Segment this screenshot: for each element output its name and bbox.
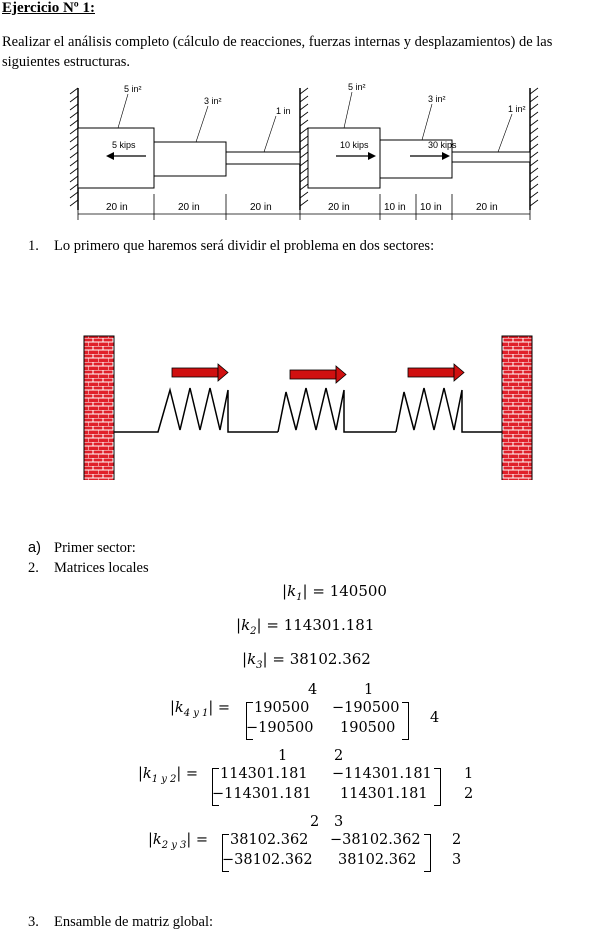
left-wall-hatch: [69, 87, 79, 210]
force-arrow: [289, 365, 347, 384]
load-label: 30 kips: [428, 140, 457, 150]
area-label: 1 in: [276, 106, 291, 116]
bar-segment: [379, 139, 453, 179]
area-label: 1 in²: [508, 104, 526, 114]
dimension-label: 20 in: [328, 202, 350, 213]
area-label: 5 in²: [124, 84, 142, 94]
bar-segment: [451, 151, 531, 163]
bar-segment: [153, 141, 227, 177]
load-label: 5 kips: [112, 140, 136, 150]
area-label: 3 in²: [428, 94, 446, 104]
area-label: 5 in²: [348, 82, 366, 92]
dimension-label: 20 in: [178, 202, 200, 213]
bar-structures-figure: 5 in² 3 in² 1 in 5 in² 3 in² 1 in² 5 kip…: [69, 82, 539, 220]
k2-equation: |k2| = 114301.181: [236, 616, 375, 637]
dimension-label: 20 in: [106, 202, 128, 213]
bar-segment: [225, 151, 301, 165]
spring-model-figure: [83, 335, 533, 480]
exercise-title: Ejercicio Nº 1:: [2, 0, 95, 16]
right-wall-hatch: [529, 87, 539, 210]
step-3: 3.Ensamble de matriz global:: [28, 914, 214, 930]
spring-2: [277, 387, 396, 433]
dimension-label: 20 in: [250, 202, 272, 213]
matrix-k4y1: 4 1 |k4 y 1| = 190500 −190500 −190500 19…: [168, 682, 448, 742]
step-1: 1.Lo primero que haremos será dividir el…: [28, 238, 435, 254]
dimension-label: 20 in: [476, 202, 498, 213]
area-label: 3 in²: [204, 96, 222, 106]
load-label: 10 kips: [340, 140, 369, 150]
spring-3: [395, 387, 502, 433]
intro-paragraph: Realizar el análisis completo (cálculo d…: [2, 34, 553, 70]
k3-equation: |k3| = 38102.362: [242, 650, 371, 671]
left-brick-wall: [83, 335, 115, 480]
step-a: a)Primer sector:: [28, 540, 136, 556]
right-brick-wall: [501, 335, 533, 480]
force-arrow: [171, 363, 229, 382]
step-2: 2.Matrices locales: [28, 560, 149, 576]
force-arrow: [407, 363, 465, 382]
matrix-k1y2: 1 2 |k1 y 2| = 114301.181 −114301.181 −1…: [136, 748, 486, 808]
middle-wall-hatch: [299, 87, 309, 210]
spring-1: [114, 387, 278, 433]
matrix-k2y3: 2 3 |k2 y 3| = 38102.362 −38102.362 −381…: [146, 814, 476, 874]
k1-equation: |k1| = 140500: [282, 582, 387, 603]
bar-segment: [77, 127, 155, 189]
dimension-label: 10 in: [420, 202, 442, 213]
dimension-label: 10 in: [384, 202, 406, 213]
